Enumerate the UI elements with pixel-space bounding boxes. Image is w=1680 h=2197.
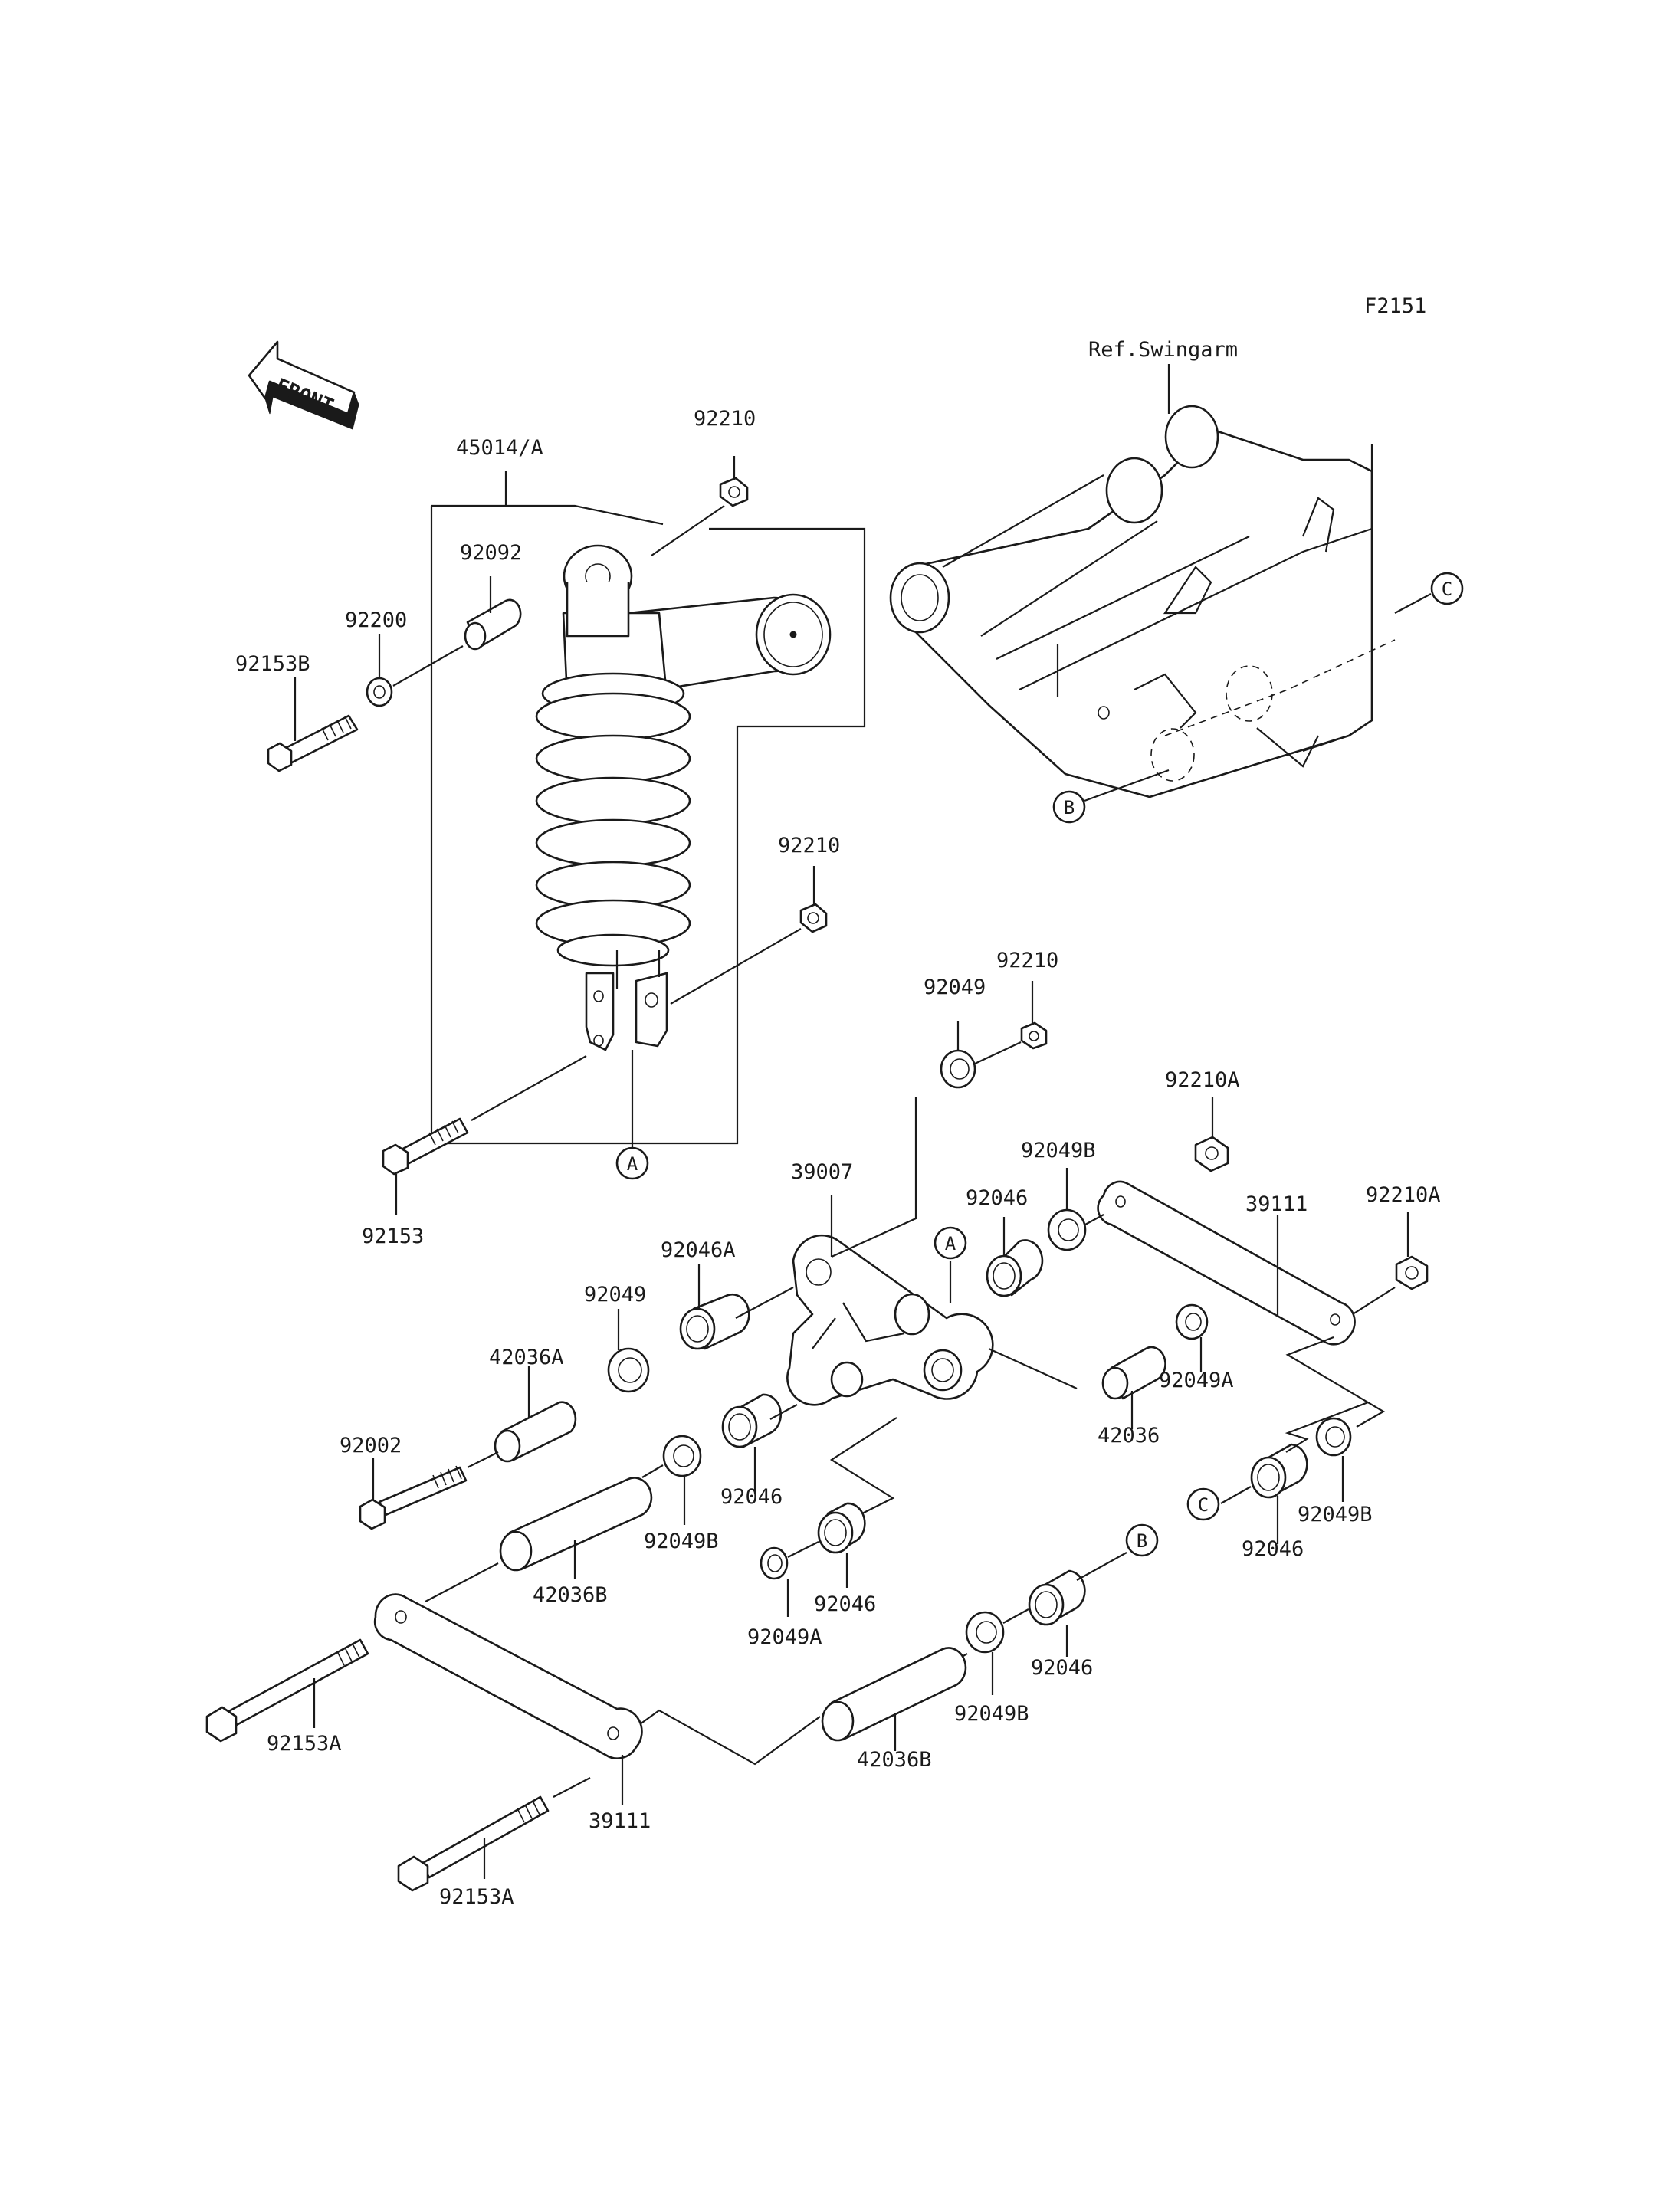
bolt-92153a-top [205, 1638, 369, 1743]
part-label-92049-top: 92049 [924, 976, 986, 999]
part-label-39007: 39007 [791, 1160, 853, 1184]
part-label-92046a: 92046A [661, 1238, 736, 1262]
bolt-92002 [359, 1465, 468, 1530]
part-label-92049a-right: 92049A [1159, 1369, 1234, 1392]
bolt-92153 [382, 1117, 469, 1176]
part-label-92049b-low: 92049B [954, 1702, 1029, 1726]
washer-92049a-right [1175, 1303, 1209, 1340]
part-label-92046-mid: 92046 [720, 1485, 783, 1509]
part-label-92002: 92002 [340, 1434, 402, 1458]
callout-a-rocker: A [934, 1226, 967, 1260]
bearing-92046a [679, 1294, 750, 1350]
ref-swingarm-label: Ref.Swingarm [1088, 338, 1238, 362]
part-label-92210-link: 92210 [996, 949, 1058, 972]
callout-c-swingarm: C [1430, 572, 1464, 605]
part-label-92092: 92092 [460, 541, 522, 565]
washer-92049b-low [965, 1611, 1005, 1654]
spacer-42036b-left [499, 1477, 653, 1572]
washer-92049b-mid [662, 1435, 702, 1477]
link-39111-lower [373, 1593, 643, 1759]
nut-92210-mid [799, 903, 828, 933]
part-label-92049b-top: 92049B [1021, 1139, 1096, 1162]
part-label-92046-top: 92046 [966, 1186, 1028, 1210]
part-label-92046-b: 92046 [1031, 1656, 1093, 1680]
svg-text:A: A [945, 1233, 956, 1254]
washer-92049b-top [1047, 1208, 1087, 1251]
link-39111-right [1097, 1180, 1356, 1346]
part-label-92210-mid: 92210 [778, 834, 840, 857]
shock-absorber [535, 544, 832, 1051]
nut-92210a-right [1395, 1255, 1429, 1290]
svg-text:C: C [1442, 579, 1452, 600]
part-label-92153: 92153 [362, 1225, 424, 1248]
washer-92049-left [607, 1347, 650, 1393]
rocker-arm-39007 [786, 1234, 994, 1406]
part-label-92153a-low: 92153A [439, 1885, 514, 1909]
part-label-42036b-left: 42036B [533, 1583, 608, 1607]
spacer-42036a [494, 1401, 577, 1463]
svg-text:A: A [627, 1153, 638, 1175]
bolt-92153b [267, 714, 359, 772]
washer-92049-top [940, 1049, 976, 1089]
svg-text:C: C [1198, 1494, 1209, 1516]
part-label-42036: 42036 [1098, 1424, 1160, 1448]
part-label-92153b: 92153B [235, 652, 310, 676]
bolt-92153a-low [397, 1795, 550, 1892]
part-label-92049b-mid: 92049B [644, 1530, 719, 1553]
bearing-92046-b [1028, 1569, 1086, 1626]
part-label-92049-left: 92049 [584, 1283, 646, 1307]
spacer-42036 [1101, 1346, 1166, 1400]
part-label-92153a-top: 92153A [267, 1732, 342, 1756]
washer-92200 [366, 677, 393, 707]
part-label-92210a-right: 92210A [1366, 1183, 1441, 1207]
part-label-39111-right: 39111 [1245, 1192, 1308, 1216]
bearing-92046-low [817, 1502, 866, 1554]
svg-text:B: B [1137, 1530, 1147, 1552]
callout-a-lower-shock: A [615, 1146, 649, 1180]
nut-92210-top [719, 477, 749, 507]
part-label-42036a: 42036A [489, 1346, 564, 1369]
svg-text:B: B [1064, 797, 1075, 818]
part-label-42036b-low: 42036B [857, 1748, 932, 1772]
bearing-92046-c [1250, 1443, 1308, 1499]
collar-92092 [464, 598, 522, 651]
figure-code: F2151 [1364, 294, 1426, 318]
nut-92210-link [1020, 1021, 1048, 1050]
bearing-92046-top [986, 1239, 1044, 1297]
callout-b-swingarm: B [1052, 790, 1086, 824]
swingarm-illustration [889, 405, 1396, 798]
front-arrow-icon: FRONT [248, 340, 359, 430]
part-label-92049b-c: 92049B [1298, 1503, 1373, 1526]
part-label-92210a-top: 92210A [1165, 1068, 1240, 1092]
washer-92049a-low [760, 1546, 789, 1580]
part-label-92046-low: 92046 [814, 1592, 876, 1616]
nut-92210a-top [1194, 1136, 1229, 1172]
part-label-92210-top: 92210 [694, 407, 756, 431]
part-label-92200: 92200 [345, 608, 407, 632]
part-label-45014a: 45014/A [456, 436, 543, 460]
part-label-92046-c: 92046 [1242, 1537, 1304, 1561]
callout-c-bearing: C [1186, 1487, 1220, 1521]
bearing-92046-mid [721, 1393, 782, 1448]
spacer-42036b-low [821, 1647, 967, 1742]
part-label-92049a-low: 92049A [747, 1625, 822, 1649]
callout-b-bearing: B [1125, 1523, 1159, 1557]
washer-92049b-c [1315, 1417, 1352, 1457]
part-label-39111-low: 39111 [589, 1809, 651, 1833]
